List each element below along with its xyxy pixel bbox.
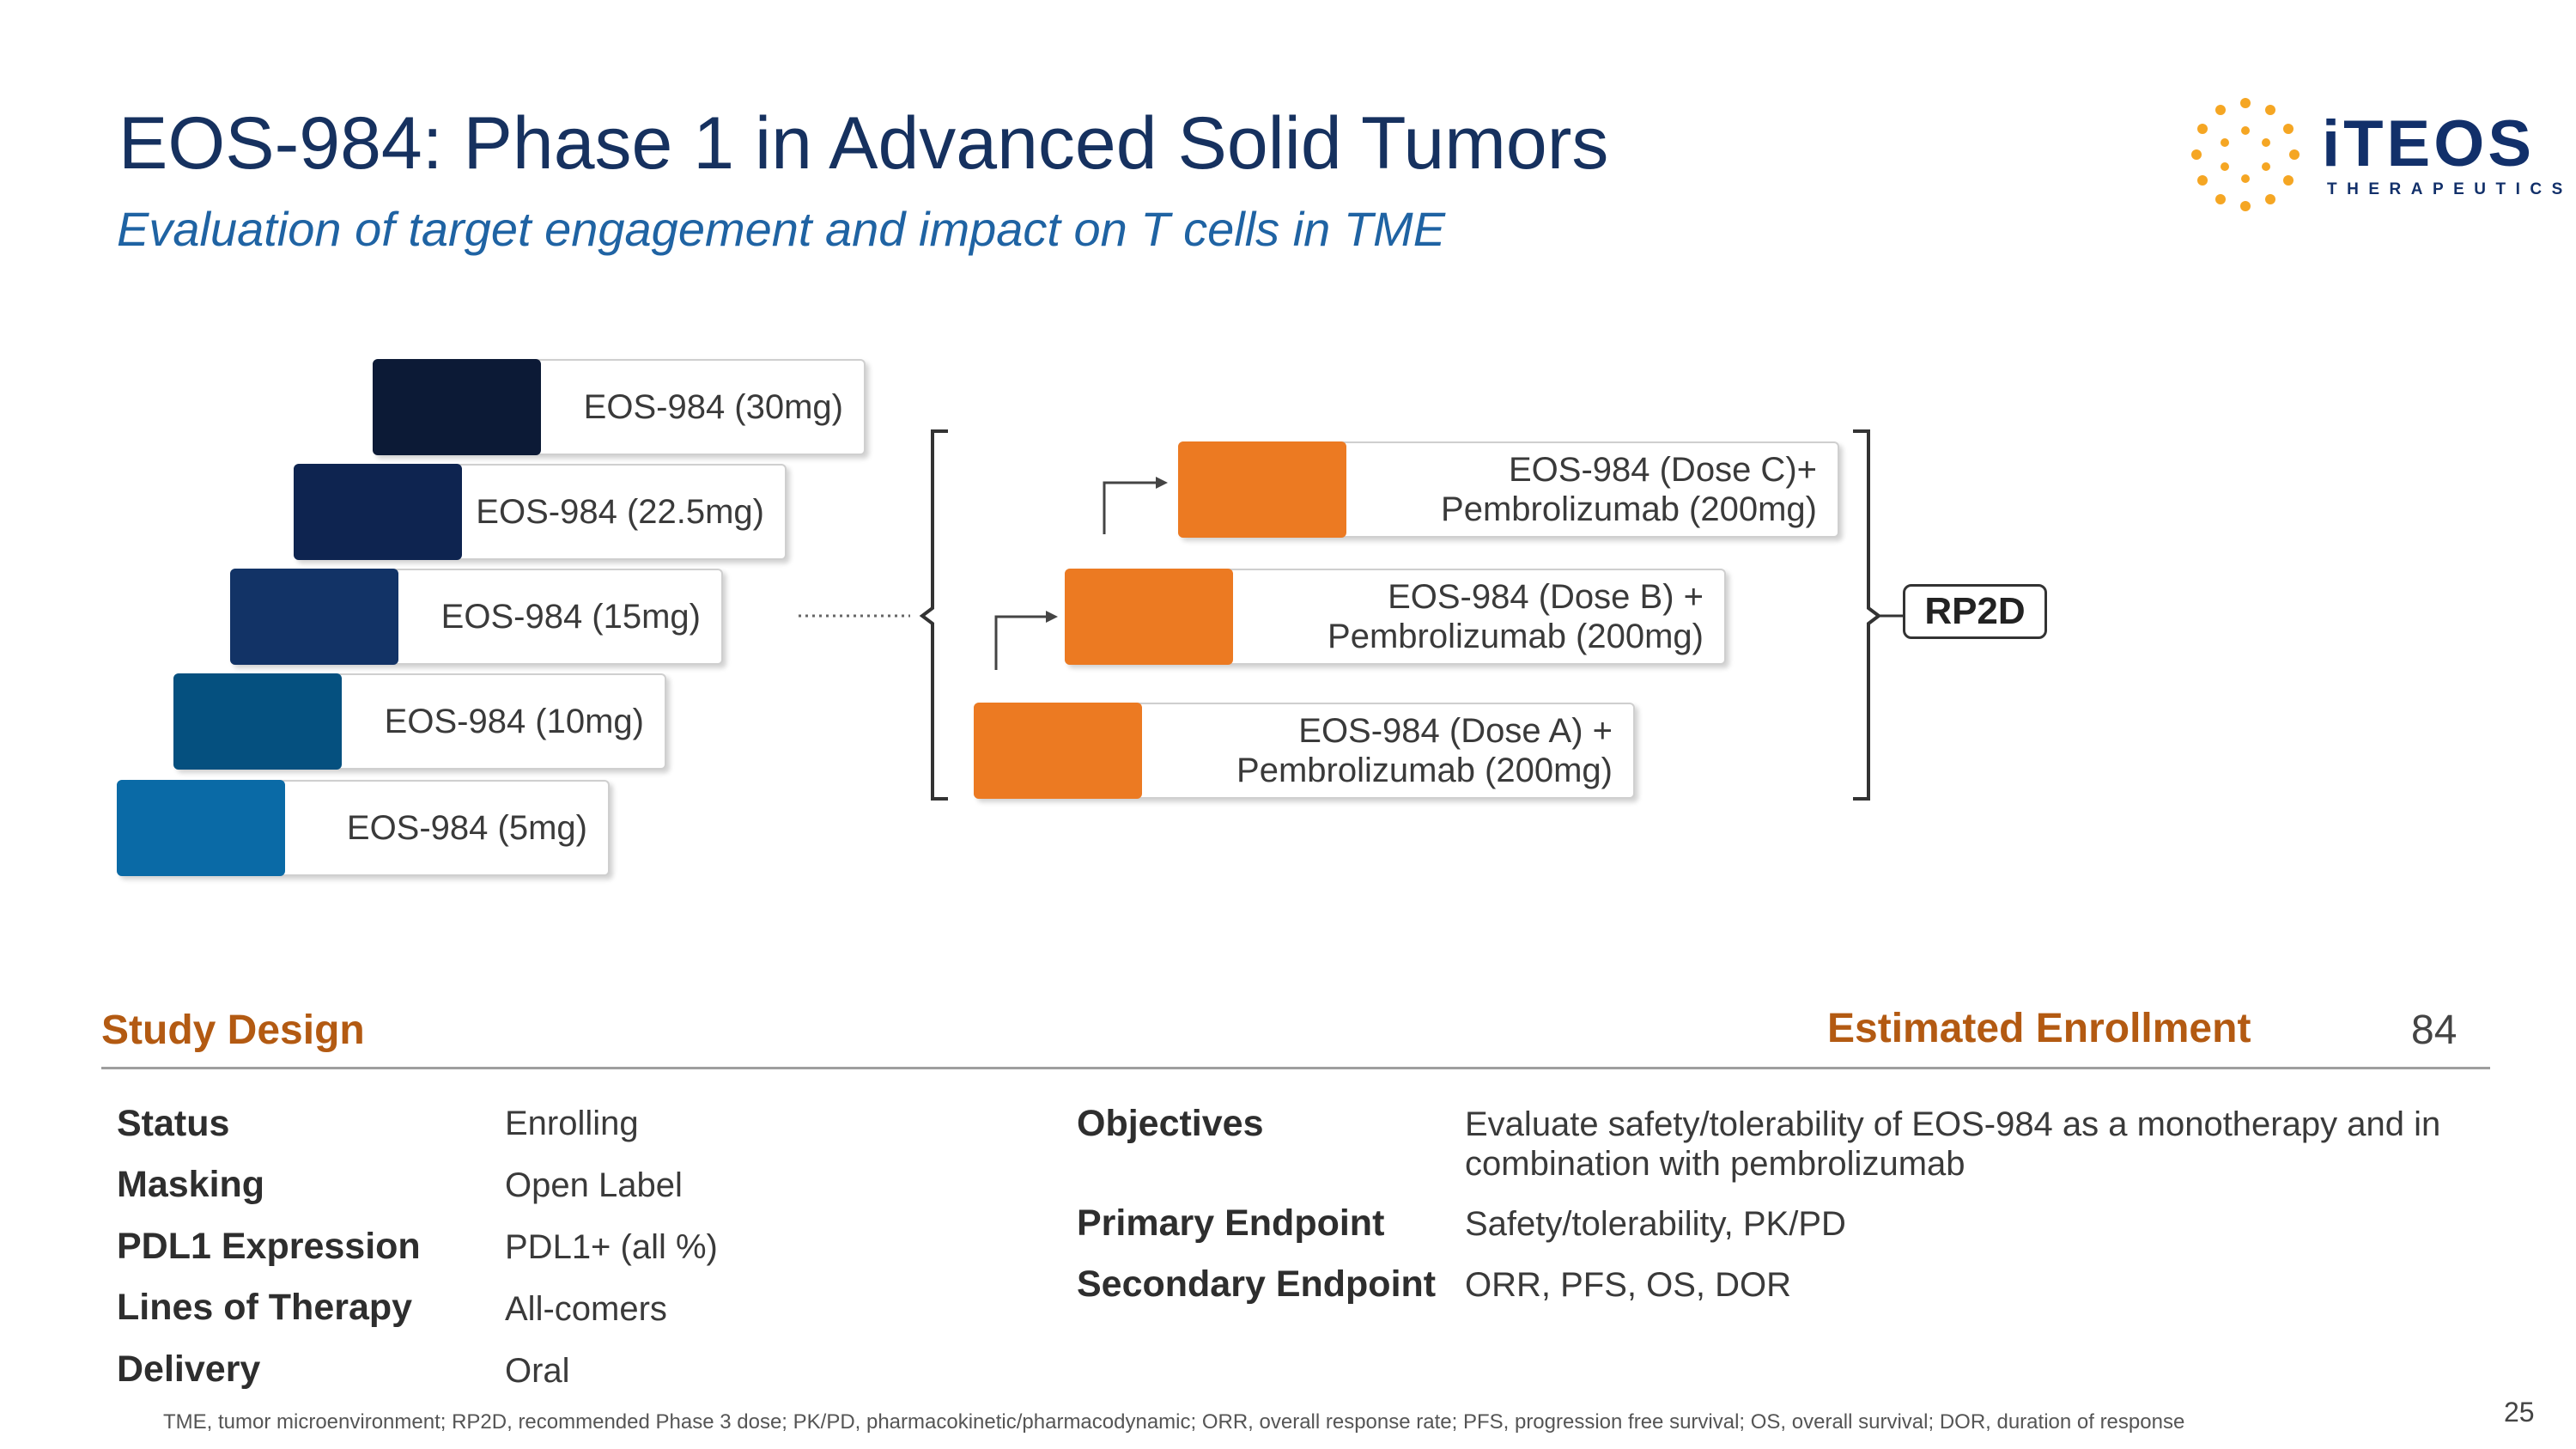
delivery-key: Delivery (117, 1349, 261, 1390)
dose-bar-5mg: EOS-984 (5mg) (117, 780, 610, 876)
dose-swatch (173, 673, 342, 770)
status-value: Enrolling (505, 1105, 639, 1142)
delivery-value: Oral (505, 1352, 570, 1390)
combo-line2: Pembrolizumab (200mg) (1327, 618, 1704, 655)
combo-label: EOS-984 (Dose A) +Pembrolizumab (200mg) (1236, 704, 1613, 797)
dose-swatch (117, 780, 285, 876)
dose-bar-30mg: EOS-984 (30mg) (373, 359, 866, 455)
pdl1-value: PDL1+ (all %) (505, 1228, 718, 1266)
dose-swatch (294, 464, 462, 560)
lines-of-therapy-value: All-comers (505, 1290, 667, 1328)
combo-line1: EOS-984 (Dose B) + (1388, 578, 1704, 616)
combo-label: EOS-984 (Dose B) +Pembrolizumab (200mg) (1327, 570, 1704, 663)
combo-line1: EOS-984 (Dose A) + (1298, 712, 1613, 750)
page-number: 25 (2504, 1397, 2535, 1428)
combo-swatch (974, 703, 1142, 799)
combo-swatch (1065, 569, 1233, 665)
slide-subtitle: Evaluation of target engagement and impa… (117, 202, 1446, 256)
pdl1-key: PDL1 Expression (117, 1226, 421, 1267)
combo-line2: Pembrolizumab (200mg) (1441, 490, 1817, 528)
diagram-connectors (799, 429, 1903, 801)
secondary-endpoint-value: ORR, PFS, OS, DOR (1465, 1266, 1792, 1304)
combo-swatch (1178, 441, 1346, 538)
dose-label: EOS-984 (15mg) (440, 598, 701, 636)
combo-label: EOS-984 (Dose C)+Pembrolizumab (200mg) (1441, 443, 1817, 536)
dose-bar-22-5mg: EOS-984 (22.5mg) (294, 464, 787, 560)
slide-title: EOS-984: Phase 1 in Advanced Solid Tumor… (118, 102, 1609, 185)
primary-endpoint-value: Safety/tolerability, PK/PD (1465, 1205, 1846, 1243)
masking-key: Masking (117, 1164, 265, 1205)
logo-wordmark: iTEOS (2322, 107, 2536, 180)
secondary-endpoint-key: Secondary Endpoint (1077, 1263, 1437, 1305)
dose-label: EOS-984 (5mg) (346, 809, 587, 847)
dose-swatch (373, 359, 541, 455)
combo-line2: Pembrolizumab (200mg) (1236, 752, 1613, 789)
sunburst-dots-icon (2191, 98, 2300, 211)
combo-line1: EOS-984 (Dose C)+ (1508, 451, 1817, 489)
objectives-line1: Evaluate safety/tolerability of EOS-984 … (1465, 1105, 2441, 1143)
iteos-logo: iTEOS THERAPEUTICS (2181, 94, 2562, 215)
footnote: TME, tumor microenvironment; RP2D, recom… (163, 1410, 2185, 1434)
dose-label: EOS-984 (10mg) (384, 703, 644, 740)
study-design-heading: Study Design (101, 1008, 365, 1053)
lines-of-therapy-key: Lines of Therapy (117, 1287, 413, 1328)
objectives-line2: combination with pembrolizumab (1465, 1145, 1965, 1183)
primary-endpoint-key: Primary Endpoint (1077, 1202, 1385, 1244)
dose-bar-15mg: EOS-984 (15mg) (230, 569, 723, 665)
logo-tagline: THERAPEUTICS (2327, 180, 2573, 198)
rp2d-box: RP2D (1903, 584, 2047, 639)
section-divider (101, 1067, 2490, 1069)
objectives-key: Objectives (1077, 1103, 1264, 1144)
masking-value: Open Label (505, 1166, 683, 1204)
dose-label: EOS-984 (22.5mg) (476, 493, 764, 531)
combo-bar-dose-a: EOS-984 (Dose A) +Pembrolizumab (200mg) (974, 703, 1635, 799)
combo-bar-dose-c: EOS-984 (Dose C)+Pembrolizumab (200mg) (1178, 441, 1839, 538)
estimated-enrollment-heading: Estimated Enrollment (1827, 1006, 2251, 1051)
combo-bar-dose-b: EOS-984 (Dose B) +Pembrolizumab (200mg) (1065, 569, 1726, 665)
status-key: Status (117, 1103, 230, 1144)
dose-swatch (230, 569, 398, 665)
estimated-enrollment-value: 84 (2411, 1008, 2458, 1053)
dose-bar-10mg: EOS-984 (10mg) (173, 673, 666, 770)
objectives-value: Evaluate safety/tolerability of EOS-984 … (1465, 1105, 2440, 1184)
dose-label: EOS-984 (30mg) (583, 388, 843, 426)
